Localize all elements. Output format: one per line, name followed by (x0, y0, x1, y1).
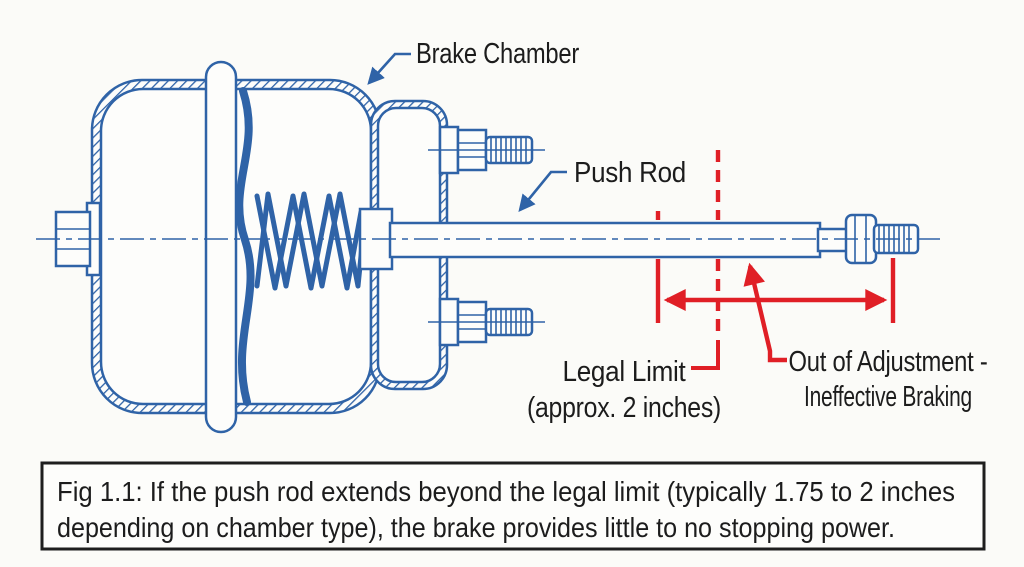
diaphragm (235, 87, 255, 406)
mounting-stud-bottom (428, 297, 545, 347)
legal-limit-dashed-line (691, 150, 721, 370)
push-rod-label: Push Rod (574, 157, 686, 189)
brake-chamber-label: Brake Chamber (416, 38, 580, 70)
out-of-adjustment-leader (743, 262, 787, 363)
legal-limit-label-line1: Legal Limit (563, 356, 686, 388)
push-rod (388, 213, 920, 265)
caption-line1: Fig 1.1: If the push rod extends beyond … (57, 476, 955, 507)
mounting-stud-top (428, 125, 545, 175)
legal-limit-label-line2: (approx. 2 inches) (527, 392, 721, 424)
caption-box: Fig 1.1: If the push rod extends beyond … (40, 461, 986, 551)
return-spring (254, 191, 367, 291)
caption-line2: depending on chamber type), the brake pr… (57, 512, 895, 543)
out-of-adjustment-label-line2: Ineffective Braking (804, 381, 972, 413)
out-of-adjustment-label-line1: Out of Adjustment - (789, 346, 988, 378)
brake-chamber-leader (367, 52, 411, 85)
push-rod-leader (518, 170, 567, 212)
clamp-ring (204, 60, 238, 434)
